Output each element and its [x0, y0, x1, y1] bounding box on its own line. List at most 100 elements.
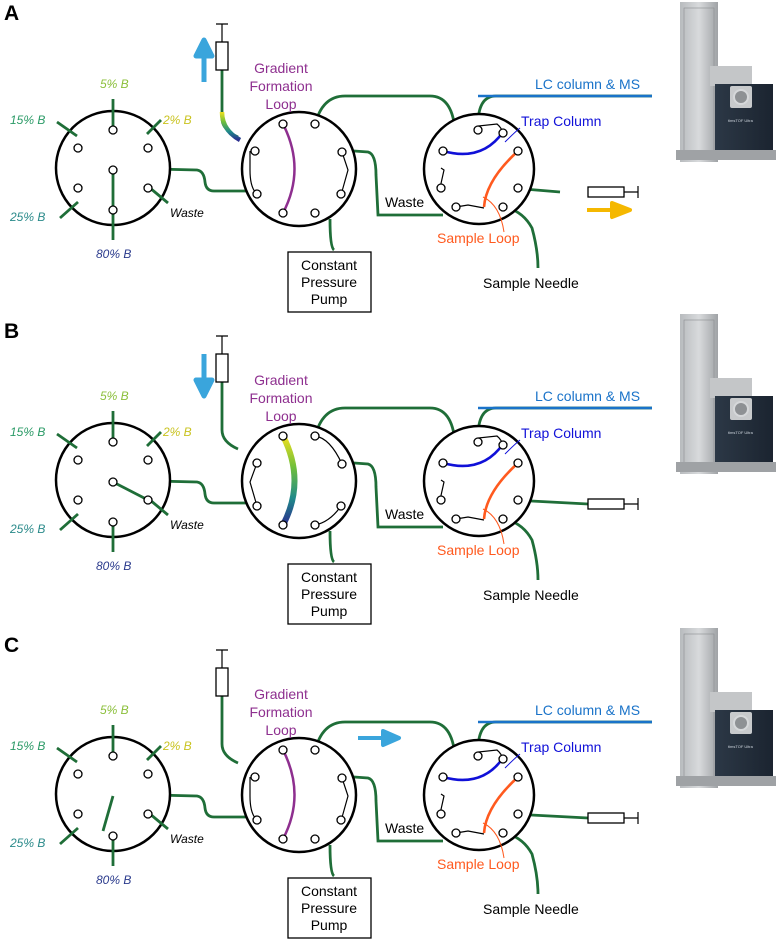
injector-port — [473, 437, 483, 447]
vent-tube — [220, 694, 239, 765]
selector-line-15 — [56, 120, 78, 138]
injector-port — [451, 202, 461, 212]
gradient-port — [336, 501, 346, 511]
selector-port — [143, 183, 153, 193]
gradient-lower-tube — [339, 460, 443, 529]
pump-box — [287, 877, 372, 939]
injector-port — [498, 440, 508, 450]
injector-waste-label: Waste — [385, 506, 424, 522]
injector-port — [513, 809, 523, 819]
gradient-port — [337, 773, 347, 783]
selector-port — [73, 809, 83, 819]
trap-column — [442, 757, 505, 782]
selector-port — [73, 183, 83, 193]
ms-base — [676, 150, 776, 160]
label-selector-waste: Waste — [170, 206, 204, 220]
pump-box — [287, 251, 372, 313]
label-25b: 25% B — [9, 210, 45, 224]
panel-letter: B — [4, 320, 19, 343]
gradient-port — [310, 431, 320, 441]
trap-label: Trap Column — [521, 425, 601, 441]
gradient-port — [310, 208, 320, 218]
injector-channel — [439, 793, 445, 815]
vent-syringe-plunger — [216, 649, 228, 668]
gradient-plug — [219, 111, 242, 142]
injector-port — [451, 514, 461, 524]
sample-loop-leader — [482, 196, 505, 233]
selector-line-25 — [59, 200, 79, 220]
selector-port — [108, 125, 118, 135]
selector-port — [108, 205, 118, 215]
pump-label-line: Pressure — [301, 586, 357, 602]
mass-spectrometer-icon: timsTOF Ultra — [676, 628, 776, 788]
selector-rotor — [112, 480, 149, 502]
gradient-lower-tube — [339, 148, 443, 217]
label-15b: 15% B — [10, 739, 45, 753]
panel-b: B 5% B 2% B 15% B 25% B 80% B Waste — [4, 314, 776, 625]
gradient-to-injector-tube — [313, 406, 460, 525]
gradient-label-line: Loop — [265, 722, 296, 738]
selector-port — [143, 455, 153, 465]
trap-label: Trap Column — [521, 739, 601, 755]
selector-line-waste — [149, 186, 169, 205]
pump-label-line: Pump — [311, 291, 348, 307]
trap-column — [442, 443, 505, 468]
injector-port — [513, 772, 523, 782]
gradient-to-injector-tube — [313, 94, 460, 213]
panel-letter: C — [4, 634, 19, 657]
sample-loop-leader — [482, 822, 505, 859]
gradient-port — [337, 147, 347, 157]
selector-rotor — [101, 795, 115, 832]
selector-to-gradient-tube — [113, 478, 250, 505]
selector-port — [108, 831, 118, 841]
injector-port — [498, 514, 508, 524]
injector-port — [498, 128, 508, 138]
ms-top-block — [710, 692, 752, 712]
gradient-port — [310, 119, 320, 129]
gradient-port — [310, 520, 320, 530]
gradient-valve — [240, 422, 358, 540]
gradient-channel — [340, 151, 349, 196]
pump-label-line: Pump — [311, 603, 348, 619]
pump-label-line: Constant — [301, 883, 357, 899]
flow-arrow-icon — [193, 37, 215, 82]
sample-syringe-icon — [587, 812, 625, 824]
gradient-label-line: Formation — [249, 704, 312, 720]
vent-syringe-plunger — [216, 335, 228, 354]
pump-box — [287, 563, 372, 625]
injector-port — [473, 751, 483, 761]
ms-brand-label: timsTOF Ultra — [728, 430, 754, 435]
gradient-valve — [240, 736, 358, 854]
gradient-to-injector-tube — [313, 720, 460, 839]
label-2b: 2% B — [162, 425, 192, 439]
selector-port — [108, 165, 118, 175]
sample-needle-label: Sample Needle — [483, 587, 579, 603]
sample-loop-leader — [482, 508, 505, 545]
injector-channel — [439, 479, 445, 501]
lc-ms-label: LC column & MS — [535, 388, 640, 404]
trap-leader — [504, 127, 521, 143]
gradient-port — [252, 458, 262, 468]
selector-port — [108, 437, 118, 447]
gradient-port — [336, 189, 346, 199]
injector-port — [438, 146, 448, 156]
selector-to-gradient-tube — [113, 792, 250, 819]
injector-port — [436, 183, 446, 193]
selector-line-waste — [149, 498, 169, 517]
injector-waste-label: Waste — [385, 820, 424, 836]
pump-label-line: Pump — [311, 917, 348, 933]
trap-leader — [504, 753, 521, 769]
panel-letter: A — [4, 2, 19, 25]
label-2b: 2% B — [162, 113, 192, 127]
selector-line-waste — [149, 812, 169, 831]
vent-tube — [220, 380, 239, 451]
gradient-port — [278, 119, 288, 129]
panel-a: A 5% B 2% B 15% B 25% B 80% B Waste — [4, 2, 776, 313]
gradient-label-line: Formation — [249, 390, 312, 406]
gradient-channel — [249, 462, 258, 507]
selector-port — [73, 769, 83, 779]
pump-tube — [328, 530, 336, 564]
sample-syringe-plunger — [624, 812, 639, 824]
gradient-port — [278, 208, 288, 218]
